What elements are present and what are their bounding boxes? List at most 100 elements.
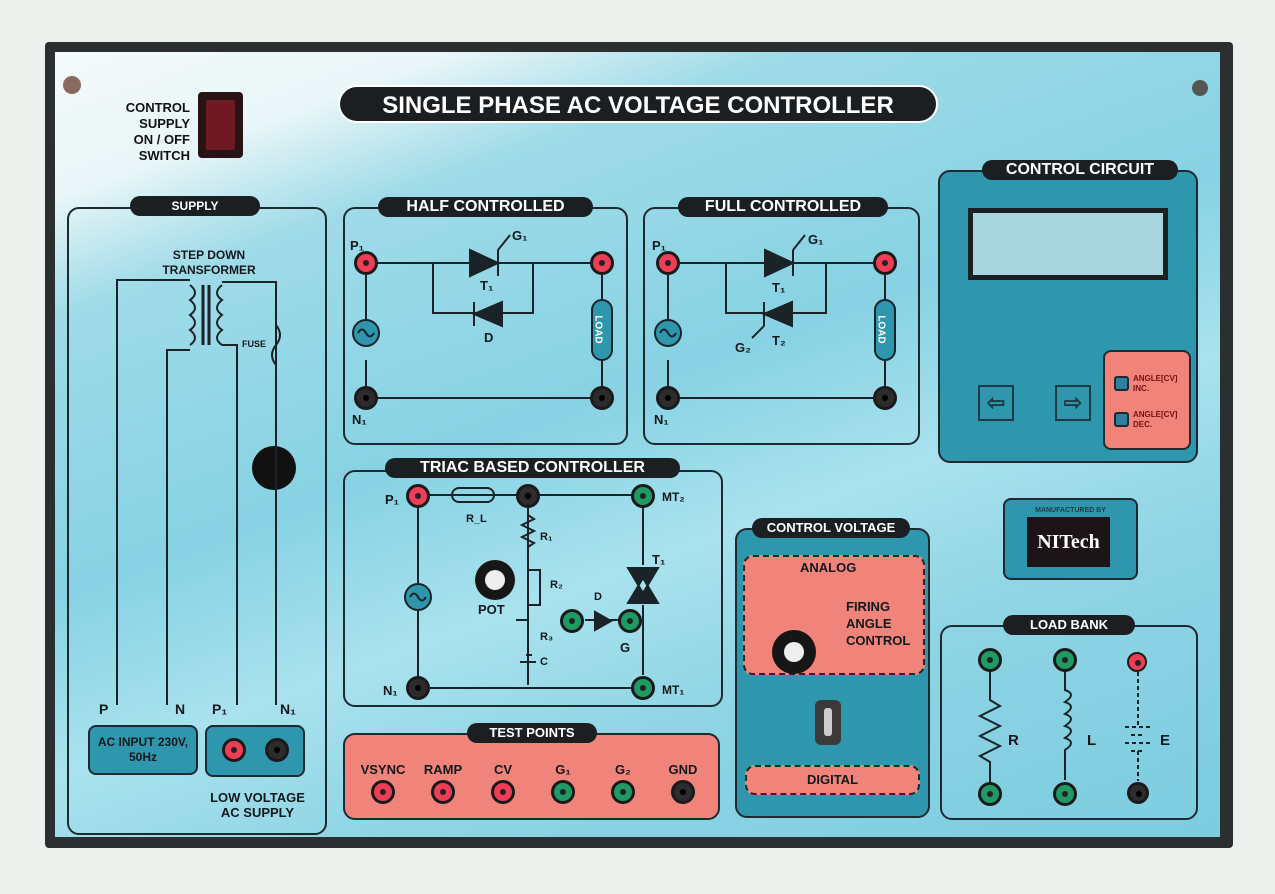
triac-terminal-d[interactable] — [560, 609, 584, 633]
angle-dec-label: ANGLE[CV] DEC. — [1133, 410, 1178, 429]
triac-pot-label: POT — [478, 602, 505, 617]
tp-g2-label: G₂ — [615, 762, 631, 777]
manufacturer-label: MANUFACTURED BY — [1035, 507, 1106, 514]
half-terminal-p1[interactable] — [354, 251, 378, 275]
tp-g1[interactable] — [551, 780, 575, 804]
digital-label: DIGITAL — [806, 772, 859, 787]
triac-g-label: G — [620, 640, 631, 655]
p-label: P — [99, 701, 109, 717]
ac-input-label: AC INPUT 230V, 50Hz — [97, 735, 189, 764]
tp-gnd[interactable] — [671, 780, 695, 804]
half-n1-label: N₁ — [352, 412, 367, 427]
half-controlled-wires — [365, 234, 603, 399]
test-points-heading: TEST POINTS — [467, 723, 597, 743]
triac-r1-label: R₁ — [540, 531, 553, 543]
triac-r2-label: R₂ — [550, 579, 563, 591]
terminal-p1-supply[interactable] — [222, 738, 246, 762]
nitech-logo: NITech — [1027, 517, 1110, 567]
load-bank-heading: LOAD BANK — [1003, 615, 1135, 635]
full-n1-label: N₁ — [654, 412, 669, 427]
half-t1-label: T₁ — [480, 278, 494, 293]
firing-angle-label: FIRING ANGLE CONTROL — [846, 599, 911, 648]
triac-c-label: C — [540, 656, 548, 668]
digital-box — [745, 765, 920, 795]
firing-angle-knob[interactable] — [772, 630, 816, 674]
tp-ramp[interactable] — [431, 780, 455, 804]
full-t2-label: T₂ — [772, 333, 786, 348]
half-terminal-out[interactable] — [590, 251, 614, 275]
half-d-label: D — [484, 330, 494, 345]
low-voltage-label: LOW VOLTAGE AC SUPPLY — [210, 790, 305, 820]
angle-button-box — [1103, 350, 1191, 450]
n1-label: N₁ — [280, 701, 296, 717]
tp-g1-label: G₁ — [555, 762, 571, 777]
supply-heading: SUPPLY — [130, 196, 260, 216]
half-controlled-heading: HALF CONTROLLED — [378, 197, 593, 217]
triac-terminal-mt1[interactable] — [631, 676, 655, 700]
load-terminal-r-bottom[interactable] — [978, 782, 1002, 806]
triac-terminal-rl[interactable] — [516, 484, 540, 508]
load-e-label: E — [1160, 732, 1171, 749]
screw — [63, 76, 81, 94]
triac-r3-label: R₃ — [540, 631, 554, 643]
n-label: N — [175, 701, 186, 717]
tp-vsync[interactable] — [371, 780, 395, 804]
full-terminal-p1[interactable] — [656, 251, 680, 275]
control-supply-switch[interactable] — [198, 92, 243, 158]
load-bank-wires — [977, 670, 1151, 787]
load-l-label: L — [1087, 732, 1097, 749]
triac-t1-label: T₁ — [652, 552, 666, 567]
screw — [1192, 80, 1208, 96]
test-points-section — [343, 733, 720, 820]
half-load-label: LOAD — [592, 315, 604, 344]
ac-sources — [352, 319, 682, 611]
triac-heading: TRIAC BASED CONTROLLER — [385, 458, 680, 478]
full-g1-label: G₁ — [808, 232, 824, 247]
analog-digital-toggle[interactable] — [815, 700, 841, 745]
full-t1-label: T₁ — [772, 280, 786, 295]
triac-terminal-n1[interactable] — [406, 676, 430, 700]
load-r-label: R — [1008, 732, 1019, 749]
load-terminal-l-top[interactable] — [1053, 648, 1077, 672]
fuse-holder-knob[interactable] — [252, 446, 296, 490]
full-load-label: LOAD — [875, 315, 887, 344]
full-terminal-n1[interactable] — [656, 386, 680, 410]
load-terminal-e-pos[interactable] — [1127, 652, 1147, 672]
pot-knob[interactable] — [475, 560, 515, 600]
half-g1-label: G₁ — [512, 228, 528, 243]
control-circuit-heading: CONTROL CIRCUIT — [982, 160, 1178, 180]
right-arrow-button[interactable]: ⇨ — [1055, 385, 1091, 421]
tp-ramp-label: RAMP — [423, 762, 463, 777]
triac-terminal-g[interactable] — [618, 609, 642, 633]
full-terminal-n-out[interactable] — [873, 386, 897, 410]
triac-n1-label: N₁ — [383, 683, 398, 698]
triac-mt1-label: MT₁ — [662, 683, 685, 697]
angle-dec-button[interactable] — [1114, 412, 1129, 427]
full-controlled-wires — [667, 234, 886, 399]
tp-gnd-label: GND — [668, 762, 698, 777]
angle-inc-label: ANGLE[CV] INC. — [1133, 374, 1178, 393]
load-resistors — [591, 299, 896, 361]
half-terminal-n-out[interactable] — [590, 386, 614, 410]
analog-label: ANALOG — [800, 560, 857, 575]
terminal-n1-supply[interactable] — [265, 738, 289, 762]
tp-cv-label: CV — [493, 762, 513, 777]
half-p1-label: P₁ — [350, 238, 365, 253]
triac-p1-label: P₁ — [385, 492, 400, 507]
full-controlled-heading: FULL CONTROLLED — [678, 197, 888, 217]
load-terminal-r-top[interactable] — [978, 648, 1002, 672]
p1-label: P₁ — [212, 701, 228, 717]
full-terminal-out[interactable] — [873, 251, 897, 275]
lcd-display — [968, 208, 1168, 280]
tp-cv[interactable] — [491, 780, 515, 804]
triac-terminal-mt2[interactable] — [631, 484, 655, 508]
triac-wires — [417, 487, 660, 689]
angle-inc-button[interactable] — [1114, 376, 1129, 391]
half-terminal-n1[interactable] — [354, 386, 378, 410]
load-terminal-e-neg[interactable] — [1127, 782, 1149, 804]
left-arrow-button[interactable]: ⇦ — [978, 385, 1014, 421]
triac-terminal-p1[interactable] — [406, 484, 430, 508]
load-terminal-l-bottom[interactable] — [1053, 782, 1077, 806]
tp-g2[interactable] — [611, 780, 635, 804]
